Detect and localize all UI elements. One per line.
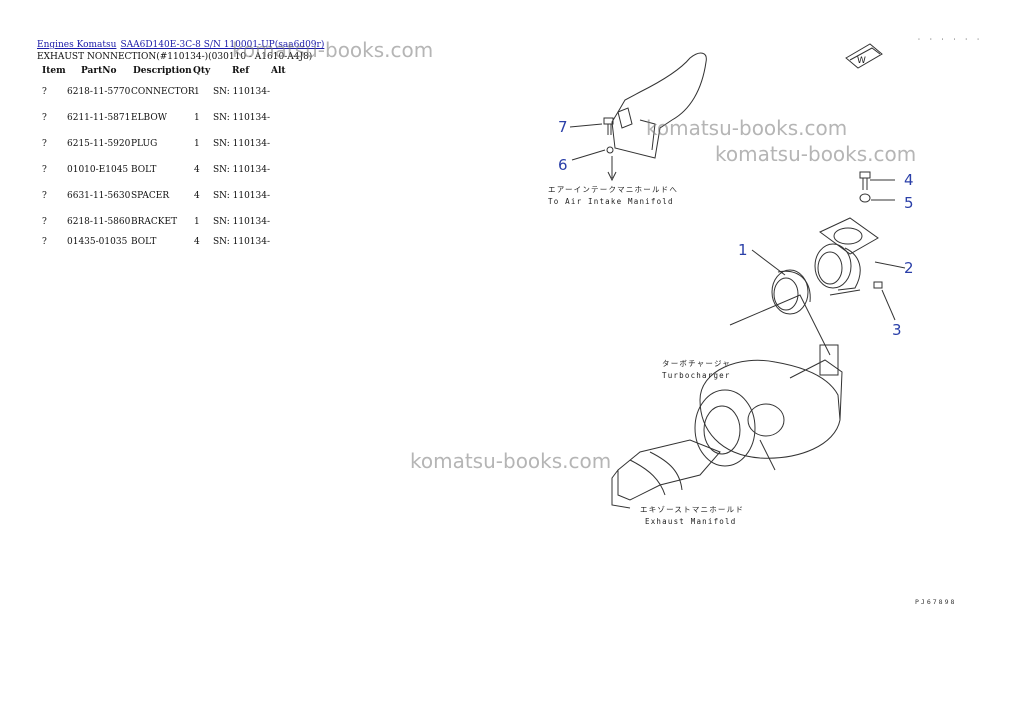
row-ref: SN: 110134- [213, 139, 271, 149]
callout-1: 1 [738, 241, 748, 259]
watermark: komatsu-books.com [646, 116, 848, 140]
row-item: ? [42, 165, 47, 175]
corner-mark: · · · · · · [917, 35, 982, 43]
label-turbo-jp: ターボチャージャ [662, 359, 731, 368]
header-ref: Ref [232, 66, 250, 76]
row-ref: SN: 110134- [213, 191, 271, 201]
row-ref: SN: 110134- [213, 165, 271, 175]
breadcrumb-link-engines[interactable]: Engines Komatsu [37, 40, 117, 50]
row-ref: SN: 110134- [213, 113, 271, 123]
row-item: ? [42, 191, 47, 201]
breadcrumb-link-model[interactable]: SAA6D140E-3C-8 S/N 110001-UP(saa6d09r) [120, 40, 325, 50]
row-description: ELBOW [131, 113, 167, 123]
row-description: BOLT [131, 237, 157, 247]
row-item: ? [42, 139, 47, 149]
row-description: CONNECTOR [131, 87, 195, 97]
header-description: Description [133, 66, 192, 76]
bolt-7-drawing [603, 117, 614, 135]
row-qty: 1 [194, 139, 200, 149]
row-qty: 1 [194, 217, 200, 227]
callout-3: 3 [892, 321, 902, 339]
row-qty: 1 [194, 87, 200, 97]
spacer-5-drawing [859, 193, 895, 203]
header-partno: PartNo [81, 66, 117, 76]
callout-4: 4 [904, 171, 914, 189]
row-partno: 6218-11-5770 [67, 87, 131, 97]
plug-3-drawing [873, 281, 896, 321]
row-ref: SN: 110134- [213, 217, 271, 227]
row-item: ? [42, 113, 47, 123]
header-qty: Qty [193, 66, 211, 76]
row-ref: SN: 110134- [213, 87, 271, 97]
exhaust-manifold-drawing [611, 439, 721, 509]
elbow-2-drawing [814, 217, 906, 291]
w-badge-icon: W [845, 43, 883, 69]
callout-7: 7 [558, 118, 568, 136]
label-exhaust-jp: エキゾーストマニホールド [640, 505, 744, 514]
row-partno: 01435-01035 [67, 237, 128, 247]
label-air-intake-jp: エアーインテークマニホールドへ [548, 185, 678, 194]
row-partno: 6211-11-5871 [67, 113, 131, 123]
callout-5: 5 [904, 194, 914, 212]
row-qty: 4 [194, 191, 200, 201]
bracket-drawing [606, 52, 707, 159]
row-ref: SN: 110134- [213, 237, 271, 247]
row-description: SPACER [131, 191, 170, 201]
watermark: komatsu-books.com [715, 142, 917, 166]
row-item: ? [42, 237, 47, 247]
row-item: ? [42, 217, 47, 227]
turbocharger-drawing [694, 344, 843, 471]
label-turbo-en: Turbocharger [662, 371, 731, 380]
header-alt: Alt [271, 66, 286, 76]
row-description: BRACKET [131, 217, 178, 227]
figure-code: PJ67898 [915, 598, 956, 606]
callout-2: 2 [904, 259, 914, 277]
row-partno: 6631-11-5630 [67, 191, 131, 201]
row-partno: 6215-11-5920 [67, 139, 131, 149]
row-qty: 4 [194, 165, 200, 175]
watermark: komatsu-books.com [410, 449, 612, 473]
row-qty: 1 [194, 113, 200, 123]
bolt-4-drawing [859, 171, 895, 190]
watermark: komatsu-books.com [232, 38, 434, 62]
page-title: EXHAUST NONNECTION(#110134-)(030110 - A1… [37, 52, 313, 62]
header-item: Item [42, 66, 66, 76]
connector-1-drawing [751, 249, 811, 315]
row-partno: 6218-11-5860 [67, 217, 131, 227]
w-badge-letter: W [857, 56, 866, 66]
row-item: ? [42, 87, 47, 97]
label-exhaust-en: Exhaust Manifold [645, 517, 736, 526]
label-air-intake-en: To Air Intake Manifold [548, 197, 674, 206]
callout-6: 6 [558, 156, 568, 174]
row-partno: 01010-E1045 [67, 165, 129, 175]
row-description: BOLT [131, 165, 157, 175]
row-qty: 4 [194, 237, 200, 247]
row-description: PLUG [131, 139, 158, 149]
